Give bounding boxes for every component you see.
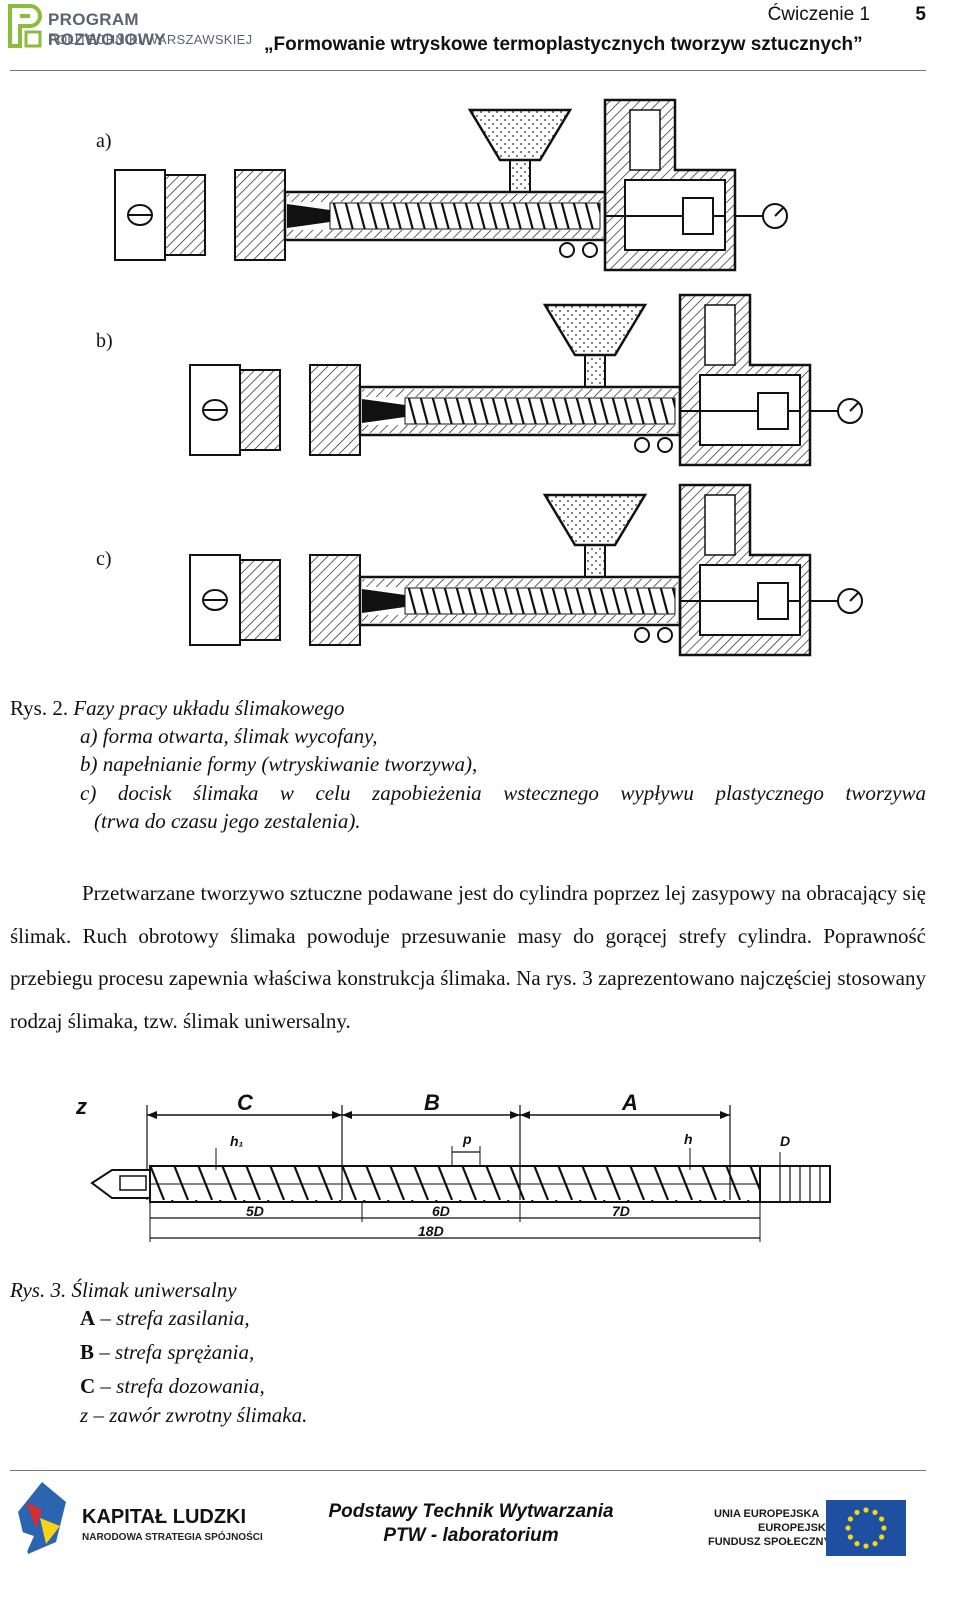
legend-key-b: B xyxy=(80,1340,95,1364)
kl-logo-line-2: NARODOWA STRATEGIA SPÓJNOŚCI xyxy=(82,1532,263,1543)
kapital-ludzki-logo: KAPITAŁ LUDZKI NARODOWA STRATEGIA SPÓJNO… xyxy=(16,1482,266,1562)
legend-text-a: – strefa zasilania, xyxy=(95,1306,250,1330)
body-paragraph-text: Przetwarzane tworzywo sztuczne podawane … xyxy=(10,881,926,1033)
injection-unit-a xyxy=(113,98,789,272)
legend-item-z: z – zawór zwrotny ślimaka. xyxy=(80,1403,307,1428)
page-number: 5 xyxy=(915,4,926,25)
course-title-line-1: Podstawy Technik Wytwarzania xyxy=(328,1501,614,1522)
exercise-label: Ćwiczenie 1 xyxy=(767,4,870,25)
zone-label-b: B xyxy=(424,1090,440,1115)
header-divider xyxy=(10,70,926,71)
injection-unit-b xyxy=(188,293,864,467)
legend-key-z: z xyxy=(80,1403,89,1427)
label-h: h xyxy=(684,1131,693,1147)
length-6d: 6D xyxy=(432,1203,450,1219)
length-5d: 5D xyxy=(246,1203,264,1219)
program-logo-icon xyxy=(8,4,42,48)
figure2-caption-prefix: Rys. 2. xyxy=(10,696,69,720)
figure2-caption-item-c: c) docisk ślimaka w celu zapobieżenia ws… xyxy=(80,781,926,805)
figure3-caption-title: Ślimak uniwersalny xyxy=(71,1278,237,1302)
panel-a-label: a) xyxy=(96,130,112,152)
figure2-caption-title: Fazy pracy układu ślimakowego xyxy=(73,696,345,720)
injection-unit-c xyxy=(188,483,864,657)
eu-logo-line-1: UNIA EUROPEJSKA xyxy=(714,1508,820,1520)
eu-logo-line-2: EUROPEJSKI xyxy=(758,1522,829,1534)
figure3-caption-prefix: Rys. 3. xyxy=(10,1278,67,1302)
zone-label-c: C xyxy=(237,1090,254,1115)
figure2-caption: Rys. 2. Fazy pracy układu ślimakowego xyxy=(10,694,345,723)
program-logo: PROGRAM ROZWOJOWY POLITECHNIKI WARSZAWSK… xyxy=(8,2,258,50)
course-title-line-2: PTW - laboratorium xyxy=(383,1525,559,1546)
figure3-caption: Rys. 3. Ślimak uniwersalny xyxy=(10,1276,237,1305)
legend-item-b: B – strefa sprężania, xyxy=(80,1340,254,1365)
figure2-caption-item-b: b) napełnianie formy (wtryskiwanie tworz… xyxy=(80,752,478,776)
panel-c-label: c) xyxy=(96,548,112,570)
injection-unit-diagram xyxy=(113,98,864,657)
legend-text-c: – strefa dozowania, xyxy=(95,1374,265,1398)
kl-logo-line-1: KAPITAŁ LUDZKI xyxy=(82,1506,247,1528)
length-18d: 18D xyxy=(418,1223,444,1239)
course-title: Podstawy Technik Wytwarzania PTW - labor… xyxy=(316,1500,626,1548)
body-paragraph: Przetwarzane tworzywo sztuczne podawane … xyxy=(10,872,926,1042)
panel-b-label: b) xyxy=(96,330,113,352)
legend-text-z: – zawór zwrotny ślimaka. xyxy=(88,1403,308,1427)
screw-diagram: z C B A h₁ p h D 5D 6D 7D 18D xyxy=(75,1090,831,1242)
label-z: z xyxy=(75,1094,87,1119)
figure2-caption-item-c-cont: (trwa do czasu jego zestalenia). xyxy=(94,809,361,833)
figure2-caption-item-a: a) forma otwarta, ślimak wycofany, xyxy=(80,724,378,748)
eu-flag-icon xyxy=(826,1500,906,1556)
label-p: p xyxy=(462,1131,472,1147)
logo-line-2: POLITECHNIKI WARSZAWSKIEJ xyxy=(48,32,253,47)
label-h1: h₁ xyxy=(230,1133,244,1149)
kapital-ludzki-emblem-icon xyxy=(18,1482,66,1554)
zone-label-a: A xyxy=(621,1090,638,1115)
legend-text-b: – strefa sprężania, xyxy=(94,1340,255,1364)
legend-key-a: A xyxy=(80,1306,96,1330)
document-subtitle: „Formowanie wtryskowe termoplastycznych … xyxy=(264,34,863,55)
eu-logo-line-3: FUNDUSZ SPOŁECZNY xyxy=(708,1536,831,1548)
legend-item-c: C – strefa dozowania, xyxy=(80,1374,265,1399)
legend-key-c: C xyxy=(80,1374,96,1398)
footer-divider xyxy=(10,1470,926,1471)
label-d: D xyxy=(780,1133,790,1149)
length-7d: 7D xyxy=(612,1203,630,1219)
logo-line-1: PROGRAM ROZWOJOWY xyxy=(48,10,166,49)
legend-item-a: A – strefa zasilania, xyxy=(80,1306,250,1331)
eu-logo: UNIA EUROPEJSKA EUROPEJSKI FUNDUSZ SPOŁE… xyxy=(700,1500,910,1560)
